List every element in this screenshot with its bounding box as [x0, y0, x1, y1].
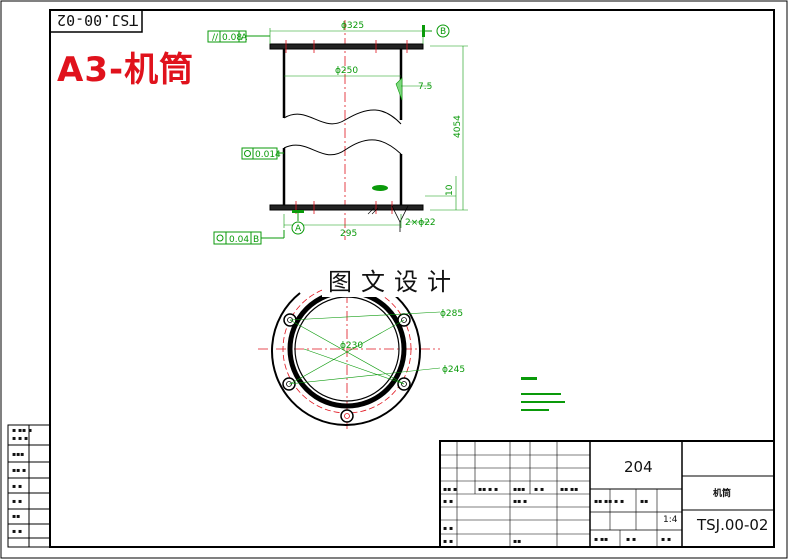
tolerance-frames — [207, 30, 285, 245]
svg-text:▪▪ ▪▪: ▪▪ ▪▪ — [560, 486, 578, 493]
drawing-title: A3-机筒 — [57, 50, 195, 90]
svg-text:▪ ▪: ▪ ▪ — [443, 498, 453, 505]
inner-frame — [49, 9, 775, 548]
svg-text:▪▪: ▪▪ — [12, 513, 20, 520]
svg-text:▪ ▪: ▪ ▪ — [12, 483, 22, 490]
svg-text:▪ ▪: ▪ ▪ — [534, 486, 544, 493]
dim-bolt-circle: ϕ285 — [440, 309, 463, 319]
svg-text:▪ ▪: ▪ ▪ — [626, 536, 636, 543]
svg-text:▪▪▪: ▪▪▪ — [12, 451, 24, 458]
revision-strip-marks: ▪ ▪▪ ▪ ▪ ▪ ▪ ▪▪▪ ▪▪ ▪ ▪ ▪ ▪ ▪ ▪▪ ▪ ▪ — [12, 427, 32, 535]
svg-text:▪▪ ▪: ▪▪ ▪ — [513, 498, 527, 505]
title-block-marks: ▪▪ ▪ ▪▪ ▪ ▪ ▪▪▪ ▪ ▪ ▪▪ ▪▪ ▪ ▪ ▪▪ ▪ ▪ ▪ ▪… — [443, 486, 671, 545]
svg-text:▪ ▪: ▪ ▪ — [443, 525, 453, 532]
dim-flange: 10 — [445, 184, 455, 196]
svg-text:▪▪▪: ▪▪▪ — [513, 486, 525, 493]
revision-strip — [7, 424, 51, 548]
tolerance-runout: 0.04 — [229, 235, 249, 245]
svg-text:▪ ▪: ▪ ▪ — [12, 528, 22, 535]
datum-b-label: B — [440, 27, 446, 37]
dim-bottom-width: 295 — [340, 229, 357, 239]
front-view — [269, 20, 424, 240]
dim-top-width: ϕ325 — [341, 21, 364, 31]
dim-chamfer: 2×ϕ22 — [405, 218, 436, 228]
tolerance-runout-ref: B — [253, 235, 259, 245]
title-block-scale: 1:4 — [663, 515, 678, 525]
dim-height: 4054 — [453, 115, 463, 138]
dim-wall: 7.5 — [418, 82, 432, 92]
svg-text:▪▪ ▪: ▪▪ ▪ — [443, 486, 457, 493]
svg-text:▪ ▪: ▪ ▪ — [12, 498, 22, 505]
svg-text:▪ ▪▪: ▪ ▪▪ — [594, 536, 608, 543]
svg-text:▪▪: ▪▪ — [513, 538, 521, 545]
svg-text:▪▪ ▪▪: ▪▪ ▪▪ — [594, 498, 612, 505]
svg-text:▪ ▪: ▪ ▪ — [614, 498, 624, 505]
title-block — [439, 440, 775, 548]
dim-base-ring: ϕ245 — [442, 365, 465, 375]
top-drawing-code: TSJ.00-02 — [57, 11, 139, 29]
svg-text:▪▪: ▪▪ — [640, 498, 648, 505]
top-view-dimensions — [288, 311, 441, 385]
tolerance-parallel: 0.08 — [222, 33, 242, 43]
tolerance-parallel-ref: A — [241, 33, 248, 43]
technical-notes — [521, 377, 565, 411]
parallel-symbol: // — [212, 33, 219, 43]
svg-text:▪▪ ▪: ▪▪ ▪ — [12, 467, 26, 474]
svg-text:▪ ▪: ▪ ▪ — [443, 538, 453, 545]
svg-text:▪ ▪ ▪: ▪ ▪ ▪ — [12, 435, 28, 442]
datum-symbols — [291, 24, 450, 235]
svg-text:▪ ▪▪ ▪: ▪ ▪▪ ▪ — [12, 427, 32, 434]
svg-text:▪▪ ▪ ▪: ▪▪ ▪ ▪ — [478, 486, 498, 493]
title-block-drawing-code: TSJ.00-02 — [697, 516, 769, 534]
tolerance-circularity: 0.014 — [255, 150, 281, 160]
datum-a-label: A — [295, 224, 302, 234]
dim-inner-diameter: ϕ250 — [335, 66, 358, 76]
code-box — [49, 9, 143, 33]
title-block-count: 204 — [624, 458, 653, 476]
svg-text:▪ ▪: ▪ ▪ — [661, 536, 671, 543]
dim-outer-ring: ϕ230 — [340, 341, 363, 351]
title-block-part-name: 机筒 — [713, 489, 732, 499]
watermark-text: 图文设计 — [322, 262, 466, 297]
